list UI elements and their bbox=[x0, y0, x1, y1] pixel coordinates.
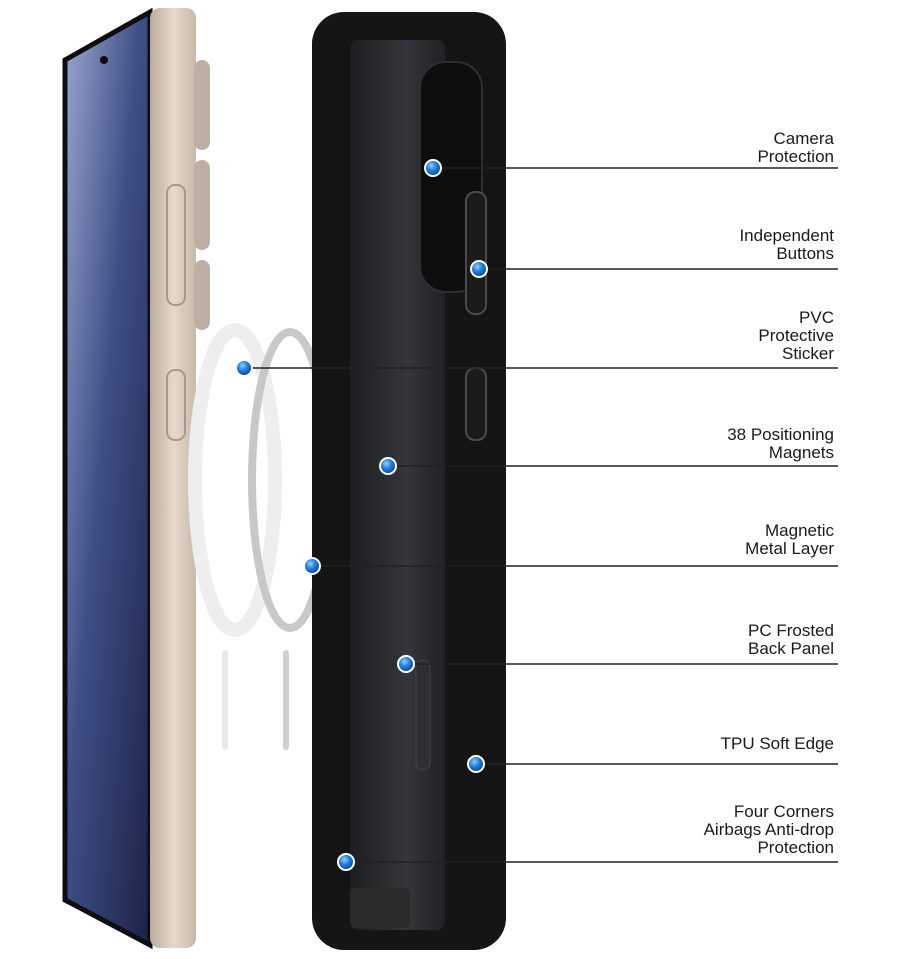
orientation-bar-2 bbox=[283, 650, 289, 750]
markers bbox=[235, 159, 488, 871]
label-tpu-soft-edge: TPU Soft Edge bbox=[720, 734, 834, 753]
marker-dot-panel bbox=[397, 655, 415, 673]
label-pc-frosted-back-panel: PC Frosted Back Panel bbox=[748, 621, 834, 658]
phone-screen-bezel bbox=[62, 7, 153, 950]
label-four-corners-airbags: Four Corners Airbags Anti-drop Protectio… bbox=[703, 802, 834, 857]
phone-camera-bump-1 bbox=[194, 60, 210, 150]
label-positioning-magnets: 38 Positioning Magnets bbox=[727, 425, 834, 462]
phone-camera-bump-2 bbox=[194, 160, 210, 250]
orientation-bar-1 bbox=[222, 650, 228, 750]
phone-volume-button bbox=[166, 184, 186, 306]
phone-camera-bump-3 bbox=[194, 260, 210, 330]
phone-power-button bbox=[166, 369, 186, 441]
case-orientation-slot bbox=[415, 659, 431, 771]
marker-dot-magnets bbox=[379, 457, 397, 475]
front-camera-icon bbox=[100, 56, 108, 64]
marker-dot-camera bbox=[424, 159, 442, 177]
leader-lines bbox=[244, 167, 838, 863]
marker-dot-corners bbox=[337, 853, 355, 871]
pvc-sticker-ring bbox=[188, 323, 282, 637]
marker-dot-buttons bbox=[470, 260, 488, 278]
label-camera-protection: Camera Protection bbox=[757, 129, 834, 166]
label-magnetic-metal-layer: Magnetic Metal Layer bbox=[745, 521, 834, 558]
label-pvc-protective-sticker: PVC Protective Sticker bbox=[758, 308, 834, 363]
case-volume-button bbox=[465, 191, 487, 315]
case-power-button bbox=[465, 367, 487, 441]
phone-screen bbox=[65, 12, 150, 945]
phone-case bbox=[312, 12, 506, 950]
marker-dot-pvc bbox=[235, 359, 253, 377]
label-independent-buttons: Independent Buttons bbox=[739, 226, 834, 263]
marker-dot-tpu bbox=[467, 755, 485, 773]
case-bottom-port bbox=[350, 888, 410, 928]
phone bbox=[62, 7, 210, 950]
marker-dot-metal bbox=[303, 557, 321, 575]
